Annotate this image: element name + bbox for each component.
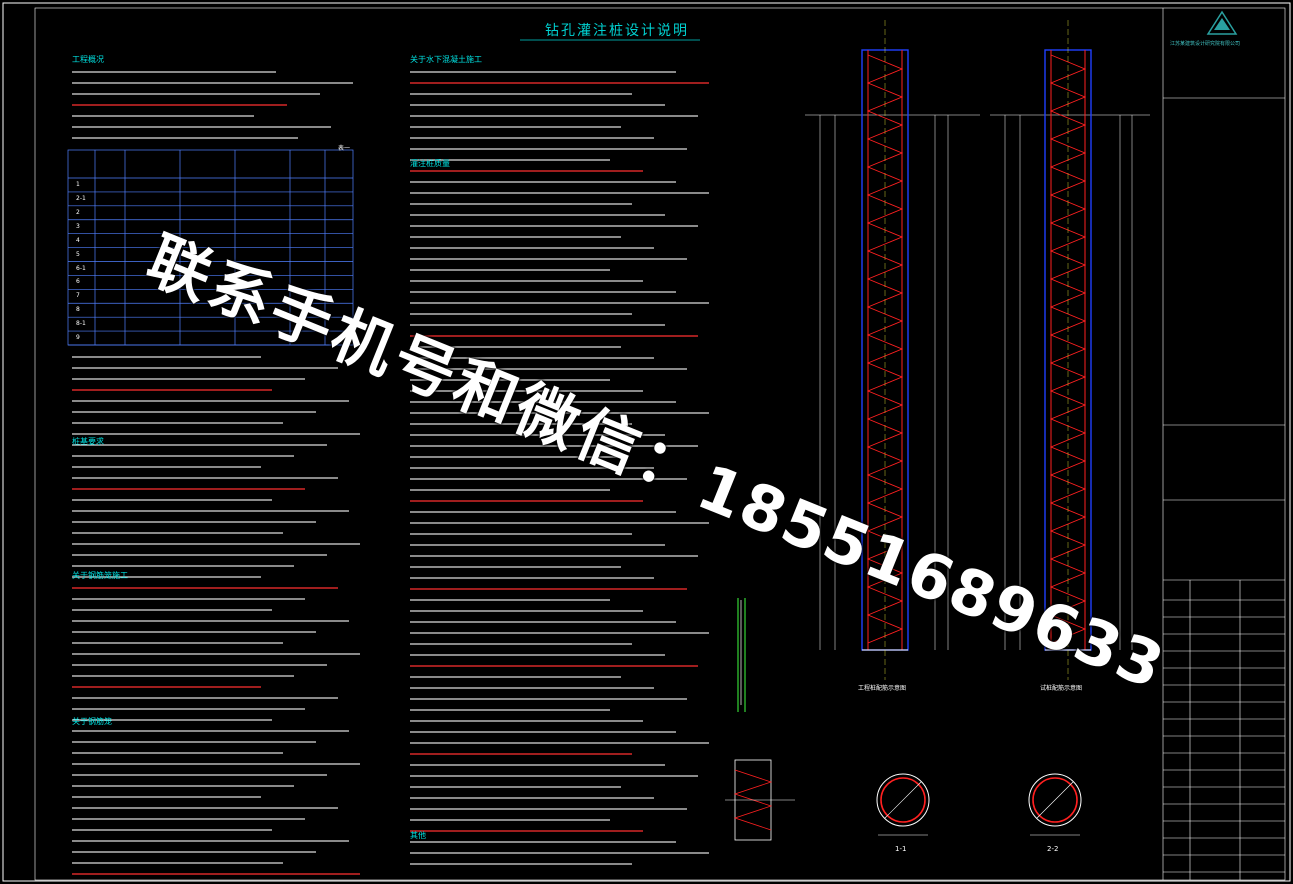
table-row-label: 6-1	[76, 264, 86, 272]
left-notes-text	[72, 71, 360, 875]
section-label-1-1: 1-1	[895, 845, 907, 853]
table-row-label: 4	[76, 236, 80, 244]
detail-cage-bottom	[725, 759, 795, 841]
table-row-label: 8	[76, 306, 80, 314]
heading-6: 灌注桩质量	[410, 159, 450, 168]
title-block-company: 江苏某建筑设计研究院有限公司	[1170, 41, 1241, 47]
company-logo	[1206, 10, 1238, 35]
table-row-label: 1	[76, 181, 80, 188]
table-row-label: 5	[76, 250, 80, 258]
drawing-title: 钻孔灌注桩设计说明	[545, 23, 689, 39]
table-row-label: 8-1	[76, 320, 86, 328]
middle-notes-text	[410, 71, 709, 865]
table-row-label: 3	[76, 222, 80, 230]
heading-3: 关于钢筋笼施工	[72, 571, 128, 580]
elevation-caption-1: 工程桩配筋示意图	[858, 685, 907, 692]
section-2-2	[1028, 773, 1082, 836]
pile-elevation-2	[990, 20, 1150, 680]
section-label-2-2: 2-2	[1047, 845, 1059, 853]
elevation-caption-2: 试桩配筋示意图	[1040, 685, 1083, 692]
parameter-table	[67, 149, 354, 346]
heading-5: 关于水下混凝土施工	[410, 55, 482, 64]
table-row-label: 2-1	[76, 194, 86, 202]
title-block	[1162, 8, 1285, 880]
detail-rebar-joint	[737, 598, 746, 712]
inner-border	[34, 7, 1286, 881]
heading-7: 其他	[410, 831, 426, 840]
heading-2: 桩基要求	[72, 437, 104, 446]
section-1-1	[876, 773, 930, 836]
table-row-label: 6	[76, 278, 80, 286]
heading-1: 工程概况	[72, 55, 104, 64]
pile-elevation-1	[805, 20, 980, 680]
table-header-note: 表一	[338, 145, 351, 152]
table-row-label: 9	[76, 334, 80, 342]
table-row-label: 2	[76, 208, 80, 216]
heading-4: 关于钢筋笼	[72, 717, 112, 726]
table-row-label: 7	[76, 292, 80, 300]
